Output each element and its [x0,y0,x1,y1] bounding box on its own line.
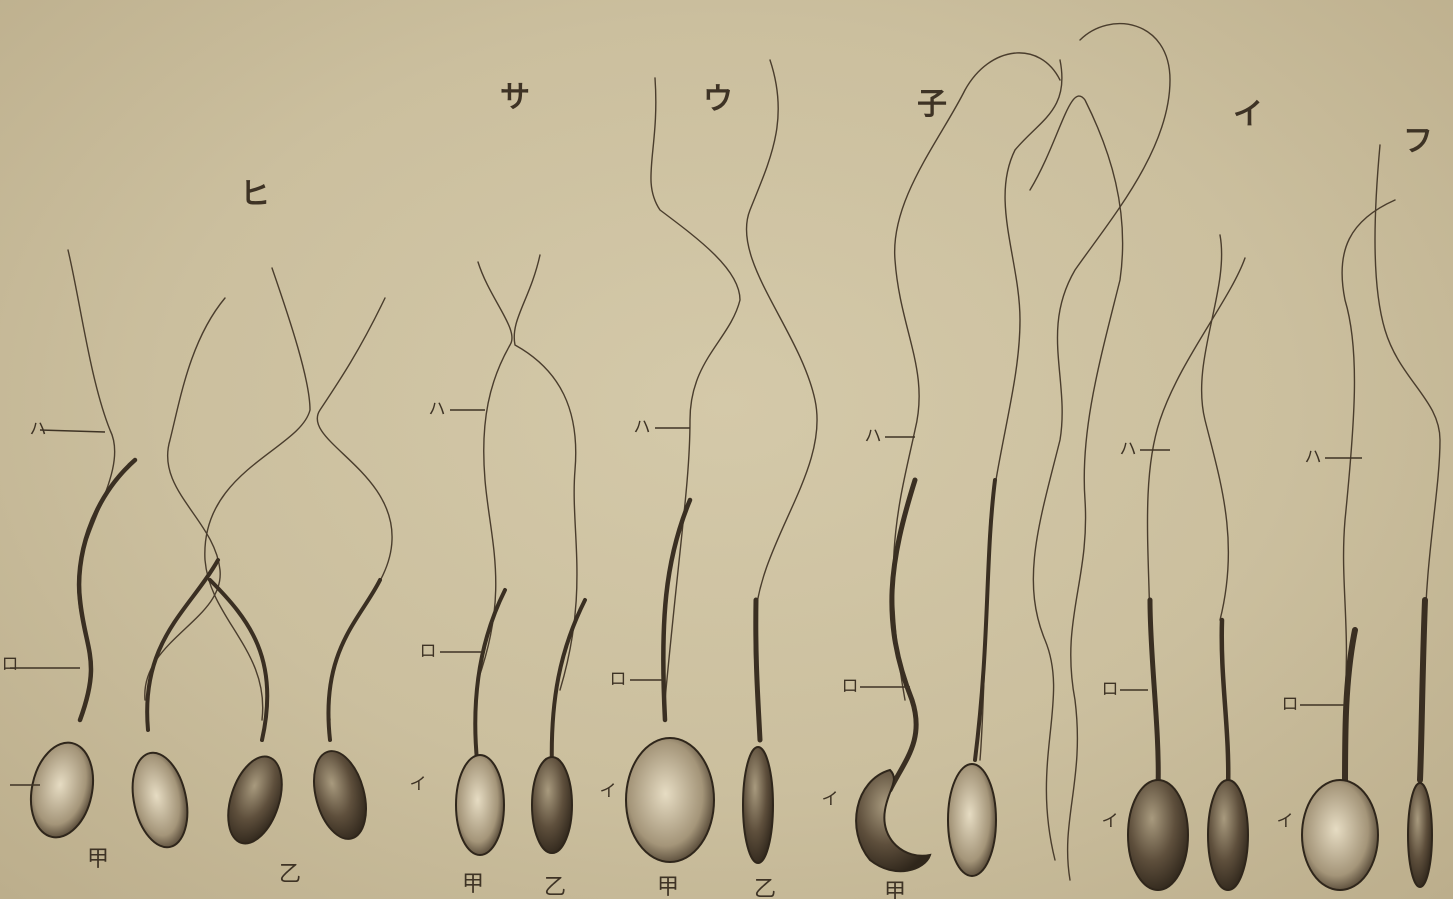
group-label-sa: サ [500,83,530,113]
part-label-u-i: イ [600,784,617,801]
neck-fu-2 [1420,600,1425,780]
sub-label-sa-ko: 甲 [462,874,484,896]
neck-ne-2 [975,480,995,760]
head-hi-4 [305,745,375,844]
sub-label-u-ko: 甲 [657,877,679,899]
sub-label-hi-otsu: 乙 [279,864,301,886]
tail-sa-2 [514,255,577,690]
group-label-ne: 子 [917,90,947,120]
part-label-fu-i: イ [1277,814,1294,831]
part-label-u-ha: ハ [634,420,651,437]
part-label-ne-i: イ [822,792,839,809]
part-label-sa-ro: ロ [420,644,437,661]
sub-label-hi-ko: 甲 [87,849,109,871]
part-label-hi-ha: ハ [30,422,47,439]
tail-i-1 [1148,258,1246,640]
head-hi-3 [218,750,291,850]
group-label-i: イ [1233,100,1263,130]
part-label-fu-ha: ハ [1305,450,1322,467]
head-fu-1 [1302,780,1378,890]
part-label-sa-ha: ハ [429,402,446,419]
part-label-hi-ro: ロ [2,657,19,674]
part-label-u-ro: ロ [610,672,627,689]
head-i-1 [1128,780,1188,890]
tail-ne-4 [1030,96,1123,880]
sub-label-u-otsu: 乙 [754,879,776,899]
part-label-sa-i: イ [410,777,427,794]
tail-fu-1 [1342,200,1395,700]
head-u-2 [743,747,773,863]
head-ne-1 [856,770,930,871]
neck-ne-1 [890,480,916,790]
head-sa-2 [532,757,572,853]
neck-hi-4 [328,580,380,740]
head-ne-2 [948,764,996,876]
head-u-1 [626,738,714,862]
tail-hi-4 [317,298,392,720]
part-label-ne-ha: ハ [865,429,882,446]
tail-hi-2 [145,298,225,700]
head-i-2 [1208,780,1248,890]
group-label-fu: フ [1403,127,1433,157]
neck-sa-2 [552,600,585,770]
group-label-hi: ヒ [240,180,270,210]
tail-hi-1 [68,250,115,700]
sub-label-sa-otsu: 乙 [544,877,566,899]
group-label-u: ウ [703,85,733,115]
neck-i-2 [1222,620,1229,790]
head-fu-2 [1408,783,1432,887]
sub-label-ne-ko: 甲 [884,882,906,899]
neck-hi-1 [79,460,135,720]
tail-hi-3 [205,268,310,720]
head-hi-1 [23,737,102,843]
part-label-ne-ro: ロ [842,679,859,696]
part-label-i-ha: ハ [1120,442,1137,459]
tail-i-2 [1202,235,1229,620]
part-label-i-ro: ロ [1102,682,1119,699]
neck-hi-2 [147,560,218,730]
part-label-fu-ro: ロ [1282,697,1299,714]
tail-ne-3 [1033,24,1170,860]
neck-u-1 [663,500,690,720]
tail-fu-2 [1375,145,1440,640]
part-label-i-i: イ [1102,814,1119,831]
leader-hi-ha [40,430,105,432]
neck-i-1 [1150,600,1158,790]
head-sa-1 [456,755,504,855]
neck-sa-1 [475,590,505,770]
head-hi-2 [125,748,196,853]
neck-u-2 [756,600,760,740]
